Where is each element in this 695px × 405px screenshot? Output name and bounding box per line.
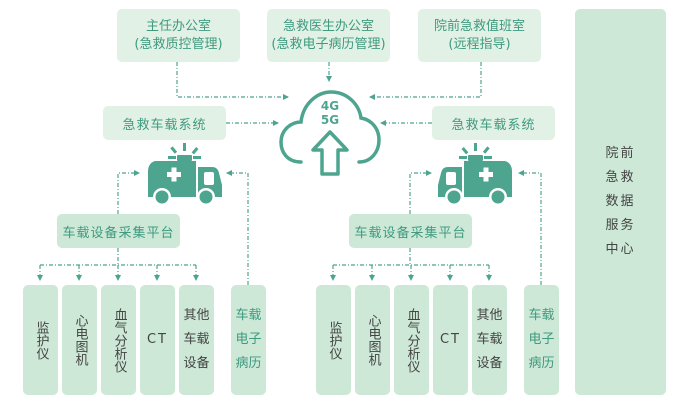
connector-office3-cloud: [369, 62, 482, 100]
device-label: 其他: [183, 308, 210, 323]
connector-platform-left-ambulance: [117, 170, 140, 214]
device-ecg-right: 心电图机: [355, 285, 390, 395]
device-monitor-right: 监护仪: [316, 285, 351, 395]
device-other-right: 其他 车载 设备: [472, 285, 507, 395]
device-label: 车载: [476, 332, 503, 347]
emr-label: 车载: [235, 308, 262, 323]
platform-left-label: 车载设备采集平台: [62, 225, 175, 241]
vehicle-system-left-label: 急救车载系统: [122, 117, 207, 133]
device-label: 设备: [476, 356, 503, 371]
vehicle-system-right-label: 急救车载系统: [451, 117, 536, 133]
cloud-upload-icon: 4G 5G: [279, 90, 381, 176]
device-label: 血气分析仪: [404, 307, 420, 373]
device-label: 血气分析仪: [111, 307, 127, 373]
device-blood-gas-left: 血气分析仪: [101, 285, 136, 395]
data-center-label: 急救: [605, 170, 636, 185]
ambulance-icon: [148, 143, 222, 206]
office-doctor-title: 急救医生办公室: [282, 18, 374, 34]
network-label-5g: 5G: [321, 113, 339, 127]
device-label: 监护仪: [33, 320, 49, 360]
network-label-4g: 4G: [321, 99, 339, 113]
data-center-label: 院前: [605, 146, 636, 161]
device-label: 设备: [183, 356, 210, 371]
device-label: 车载: [183, 332, 210, 347]
emr-label: 车载: [528, 308, 555, 323]
emr-label: 电子: [528, 332, 555, 347]
device-label: CT: [146, 332, 169, 347]
office-doctor: 急救医生办公室 (急救电子病历管理): [267, 9, 390, 62]
connector-emr-left-ambulance: [226, 170, 249, 285]
device-label: CT: [439, 332, 462, 347]
platform-left: 车载设备采集平台: [57, 214, 180, 248]
device-ct-left: CT: [140, 285, 175, 395]
device-blood-gas-right: 血气分析仪: [394, 285, 429, 395]
platform-right: 车载设备采集平台: [349, 214, 472, 248]
connector-platform-right-ambulance: [409, 170, 432, 214]
vehicle-system-right: 急救车载系统: [432, 106, 555, 140]
device-other-left: 其他 车载 设备: [179, 285, 214, 395]
office-director-subtitle: (急救质控管理): [134, 36, 223, 52]
ambulance-icon: [438, 143, 512, 206]
office-duty-title: 院前急救值班室: [433, 18, 525, 34]
vehicle-system-left: 急救车载系统: [103, 106, 226, 140]
data-center-label: 数据: [605, 194, 636, 209]
platform-right-label: 车载设备采集平台: [354, 225, 467, 241]
data-service-center: 院前 急救 数据 服务 中心: [575, 9, 666, 395]
device-ecg-left: 心电图机: [62, 285, 97, 395]
office-duty: 院前急救值班室 (远程指导): [418, 9, 541, 62]
emr-label: 病历: [528, 356, 555, 371]
office-duty-subtitle: (远程指导): [448, 36, 511, 52]
device-ct-right: CT: [433, 285, 468, 395]
data-center-label: 中心: [605, 242, 636, 257]
office-director: 主任办公室 (急救质控管理): [117, 9, 240, 62]
device-monitor-left: 监护仪: [23, 285, 58, 395]
connector-office1-cloud: [176, 62, 289, 100]
data-center-label: 服务: [605, 218, 636, 233]
office-director-title: 主任办公室: [145, 18, 211, 34]
device-label: 心电图机: [365, 314, 381, 366]
device-label: 监护仪: [326, 320, 342, 360]
emr-right: 车载 电子 病历: [524, 285, 559, 395]
emr-left: 车载 电子 病历: [231, 285, 266, 395]
device-label: 心电图机: [72, 314, 88, 366]
device-label: 其他: [476, 308, 503, 323]
emr-label: 电子: [235, 332, 262, 347]
office-doctor-subtitle: (急救电子病历管理): [271, 36, 386, 52]
connector-emr-right-ambulance: [518, 170, 542, 285]
emr-label: 病历: [235, 356, 262, 371]
